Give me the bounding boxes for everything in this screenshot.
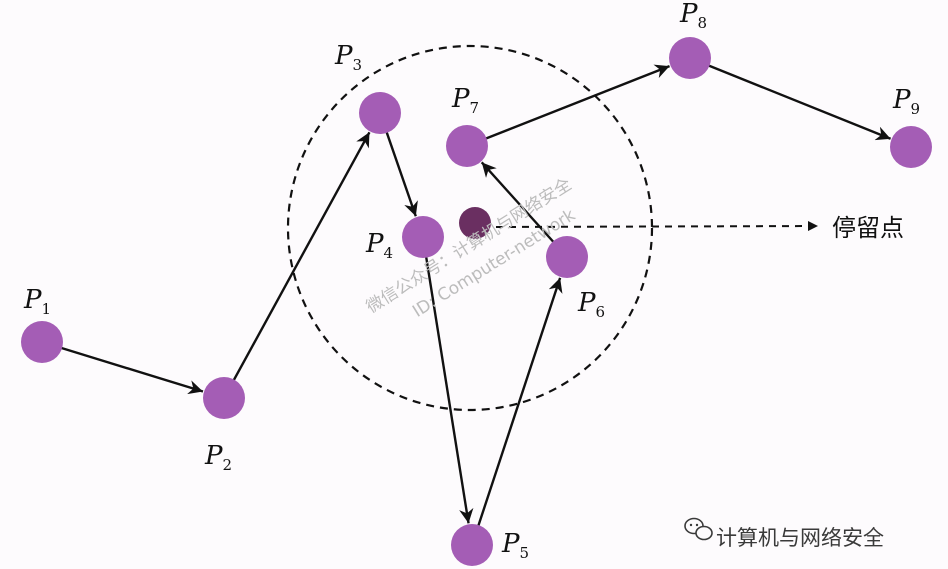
point-label-index: 9 xyxy=(911,100,921,118)
point-label-letter: P xyxy=(451,84,470,114)
point-label-letter: P xyxy=(365,229,384,259)
edge-p5-to-p6 xyxy=(476,277,563,530)
point-label-p2: P2 xyxy=(204,441,232,474)
stay-point-label: 停留点 xyxy=(832,214,904,242)
point-label-p5: P5 xyxy=(501,529,529,562)
point-label-p9: P9 xyxy=(892,85,920,118)
stay-region-circle xyxy=(286,44,654,412)
point-label-index: 7 xyxy=(470,99,480,117)
point-p9 xyxy=(890,126,932,168)
edge-p2-to-p3 xyxy=(231,131,371,384)
point-label-letter: P xyxy=(334,41,353,71)
edge-p4-to-p5 xyxy=(424,253,474,524)
point-label-index: 6 xyxy=(596,303,606,321)
point-label-index: 5 xyxy=(520,544,530,562)
point-p3 xyxy=(359,92,401,134)
point-label-p4: P4 xyxy=(365,229,393,262)
point-label-p8: P8 xyxy=(679,0,707,32)
point-p4 xyxy=(402,216,444,258)
point-p2 xyxy=(203,377,245,419)
point-label-letter: P xyxy=(577,288,596,318)
brand-footer: 计算机与网络安全 xyxy=(684,517,884,550)
point-label-index: 2 xyxy=(223,456,233,474)
stay-point xyxy=(459,207,491,239)
edge-p1-to-p2 xyxy=(57,345,204,395)
point-p6 xyxy=(546,236,588,278)
wechat-icon xyxy=(684,517,713,541)
point-label-p3: P3 xyxy=(334,41,362,74)
trajectory-edges xyxy=(57,63,892,530)
edge-p8-to-p9 xyxy=(705,63,892,141)
point-label-p6: P6 xyxy=(577,288,605,321)
point-label-letter: P xyxy=(501,529,520,559)
point-label-p7: P7 xyxy=(451,84,479,117)
point-label-index: 3 xyxy=(353,56,363,74)
point-label-p1: P1 xyxy=(23,285,51,318)
edge-p6-to-p7 xyxy=(480,161,557,246)
point-label-letter: P xyxy=(204,441,223,471)
trajectory-points xyxy=(21,37,932,566)
point-p8 xyxy=(669,37,711,79)
point-label-letter: P xyxy=(892,85,911,115)
edge-p7-to-p8 xyxy=(482,64,670,141)
point-label-letter: P xyxy=(23,285,42,315)
point-label-index: 4 xyxy=(384,244,394,262)
point-p1 xyxy=(21,321,63,363)
point-p5 xyxy=(451,524,493,566)
point-label-letter: P xyxy=(679,0,698,29)
point-label-index: 1 xyxy=(42,300,52,318)
point-label-index: 8 xyxy=(698,14,708,32)
brand-label: 计算机与网络安全 xyxy=(716,526,884,550)
watermark-line-1: 微信公众号：计算机与网络安全 xyxy=(363,175,575,318)
point-p7 xyxy=(446,125,488,167)
edge-p3-to-p4 xyxy=(384,128,418,217)
stay-pointer-line xyxy=(495,221,819,232)
